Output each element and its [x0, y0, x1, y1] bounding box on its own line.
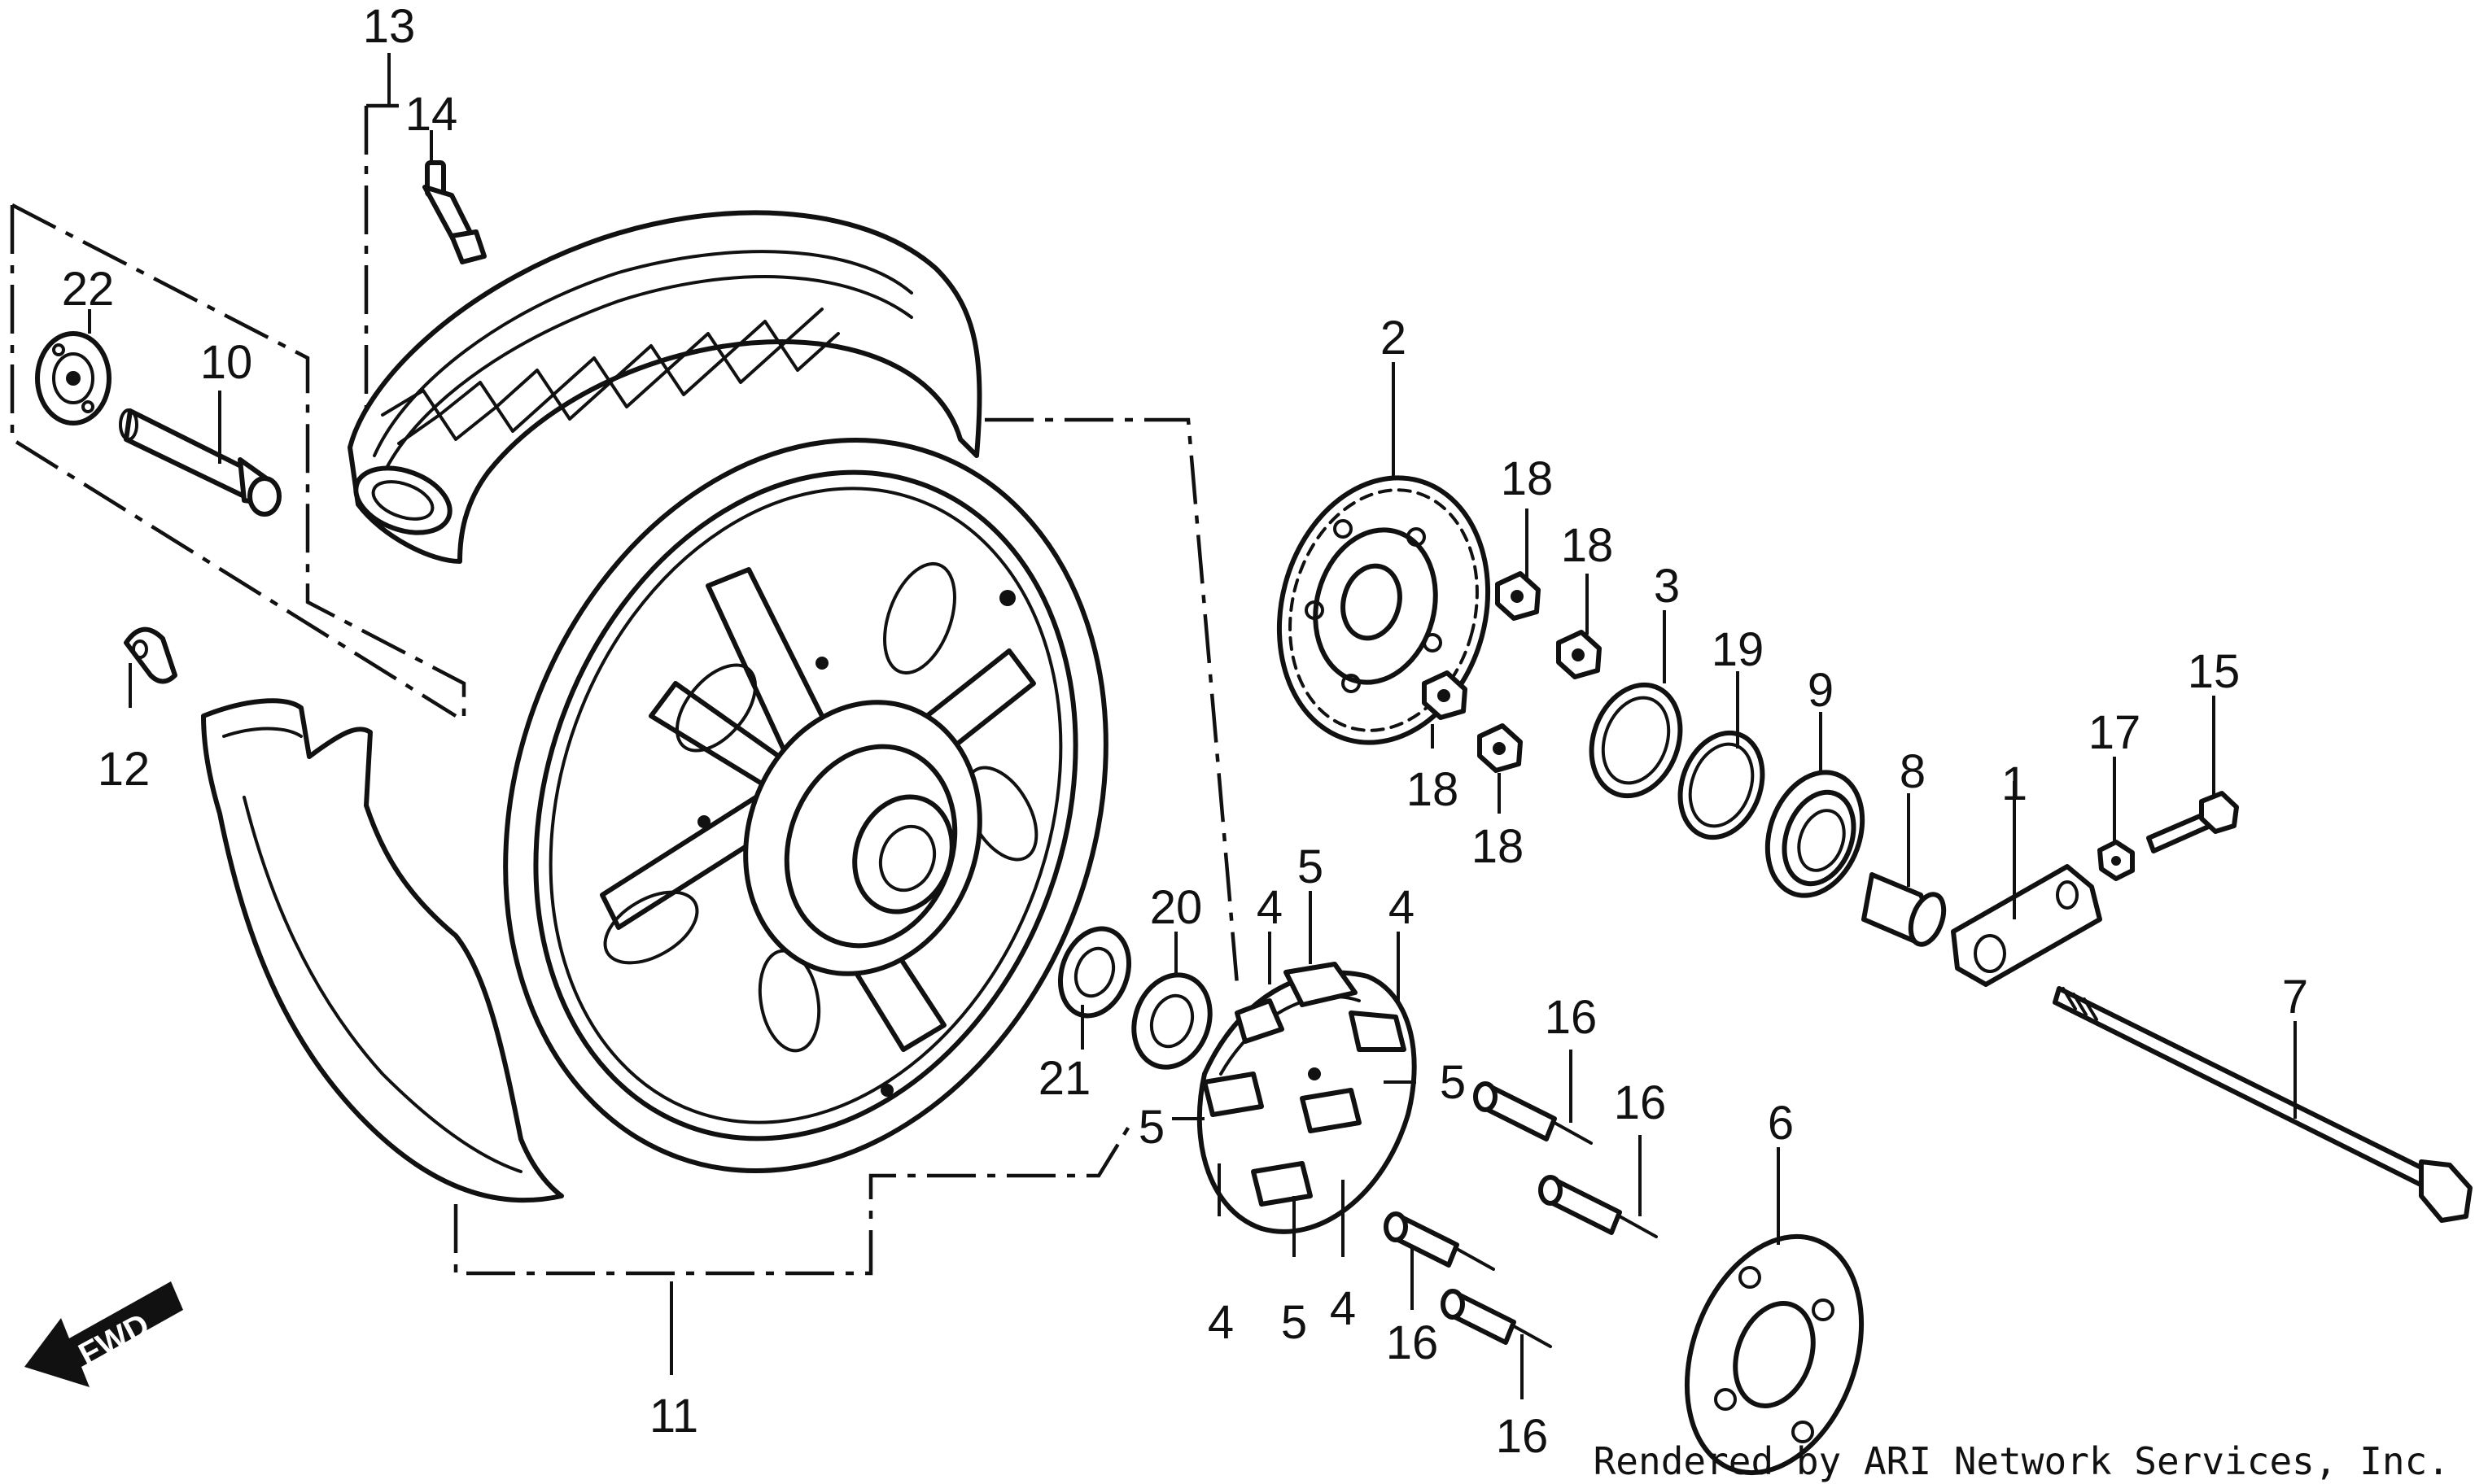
callout-6: 6: [1768, 1097, 1794, 1150]
callout-8: 8: [1900, 745, 1926, 798]
callout-5-b: 5: [1440, 1056, 1466, 1109]
bolt-part-15[interactable]: [2146, 791, 2239, 853]
callout-4-c: 4: [1208, 1296, 1234, 1349]
callout-4-b: 4: [1388, 881, 1415, 934]
callout-18-c: 18: [1406, 763, 1459, 816]
callout-11: 11: [649, 1390, 698, 1443]
callout-4-d: 4: [1330, 1282, 1356, 1335]
nut-part-18-d[interactable]: [1477, 723, 1523, 773]
bearing-part-20[interactable]: [1122, 964, 1222, 1078]
callout-14: 14: [405, 88, 458, 141]
callout-5-c: 5: [1139, 1101, 1165, 1154]
disc-part-6[interactable]: [1656, 1212, 1893, 1484]
callout-3: 3: [1654, 560, 1680, 613]
callout-7: 7: [2282, 971, 2308, 1024]
stud-part-16-b[interactable]: [1538, 1175, 1658, 1238]
callout-17: 17: [2088, 706, 2141, 759]
valve-stem-part-14[interactable]: [422, 160, 487, 264]
callout-5-a: 5: [1297, 840, 1323, 893]
callout-21: 21: [1038, 1052, 1091, 1105]
nut-part-18-c[interactable]: [1422, 670, 1467, 720]
stud-part-16-d[interactable]: [1441, 1289, 1552, 1348]
stud-part-16-a[interactable]: [1473, 1081, 1593, 1145]
callout-16-c: 16: [1386, 1316, 1439, 1369]
nut-part-18-a[interactable]: [1495, 571, 1541, 621]
tire-part-13[interactable]: [347, 210, 982, 564]
callout-15: 15: [2188, 645, 2241, 698]
adjuster-part-1[interactable]: [1951, 864, 2102, 987]
forward-direction-arrow: FWD: [24, 1281, 183, 1387]
callout-labels: 13 14 22 10 12 11 2 18 18 18 18 3 19 9 8…: [62, 0, 2308, 1463]
ring-part-3[interactable]: [1576, 672, 1695, 808]
callout-12: 12: [98, 743, 151, 796]
wheel-part-11[interactable]: [406, 355, 1205, 1255]
axle-part-7[interactable]: [2053, 986, 2473, 1223]
callout-18-a: 18: [1501, 452, 1554, 505]
circlip-part-19[interactable]: [1666, 722, 1776, 849]
callout-5-d: 5: [1281, 1296, 1307, 1349]
callout-20: 20: [1150, 881, 1203, 934]
oil-seal-part-9[interactable]: [1751, 759, 1879, 909]
callout-2: 2: [1380, 312, 1406, 364]
callout-16-a: 16: [1545, 991, 1598, 1044]
leader-lines: [88, 53, 2297, 1399]
collar-part-10[interactable]: [119, 408, 282, 517]
sprocket-part-2[interactable]: [1251, 454, 1517, 766]
callout-1: 1: [2001, 757, 2027, 810]
callout-4-a: 4: [1257, 881, 1283, 934]
bearing-part-22[interactable]: [35, 331, 112, 426]
bearing-part-21[interactable]: [1049, 919, 1141, 1026]
rim-band: [201, 698, 564, 1203]
callout-18-b: 18: [1561, 519, 1614, 572]
collar-part-8[interactable]: [1861, 872, 1950, 949]
callout-16-d: 16: [1496, 1410, 1549, 1463]
callout-22: 22: [62, 263, 115, 316]
nut-part-17[interactable]: [2097, 840, 2135, 881]
callout-10: 10: [200, 336, 253, 389]
callout-18-d: 18: [1471, 820, 1524, 873]
callout-13: 13: [363, 0, 416, 53]
damper-hub-parts-4-5[interactable]: [1196, 962, 1417, 1234]
stud-part-16-c[interactable]: [1384, 1211, 1495, 1271]
callout-9: 9: [1808, 664, 1834, 717]
callout-19: 19: [1712, 623, 1764, 676]
credit-text: Rendered by ARI Network Services, Inc.: [1594, 1439, 2450, 1483]
assembly-boundaries: [10, 103, 1240, 1276]
nut-part-18-b[interactable]: [1556, 630, 1602, 679]
balance-weight-part-12[interactable]: [124, 626, 177, 684]
callout-16-b: 16: [1614, 1076, 1667, 1129]
